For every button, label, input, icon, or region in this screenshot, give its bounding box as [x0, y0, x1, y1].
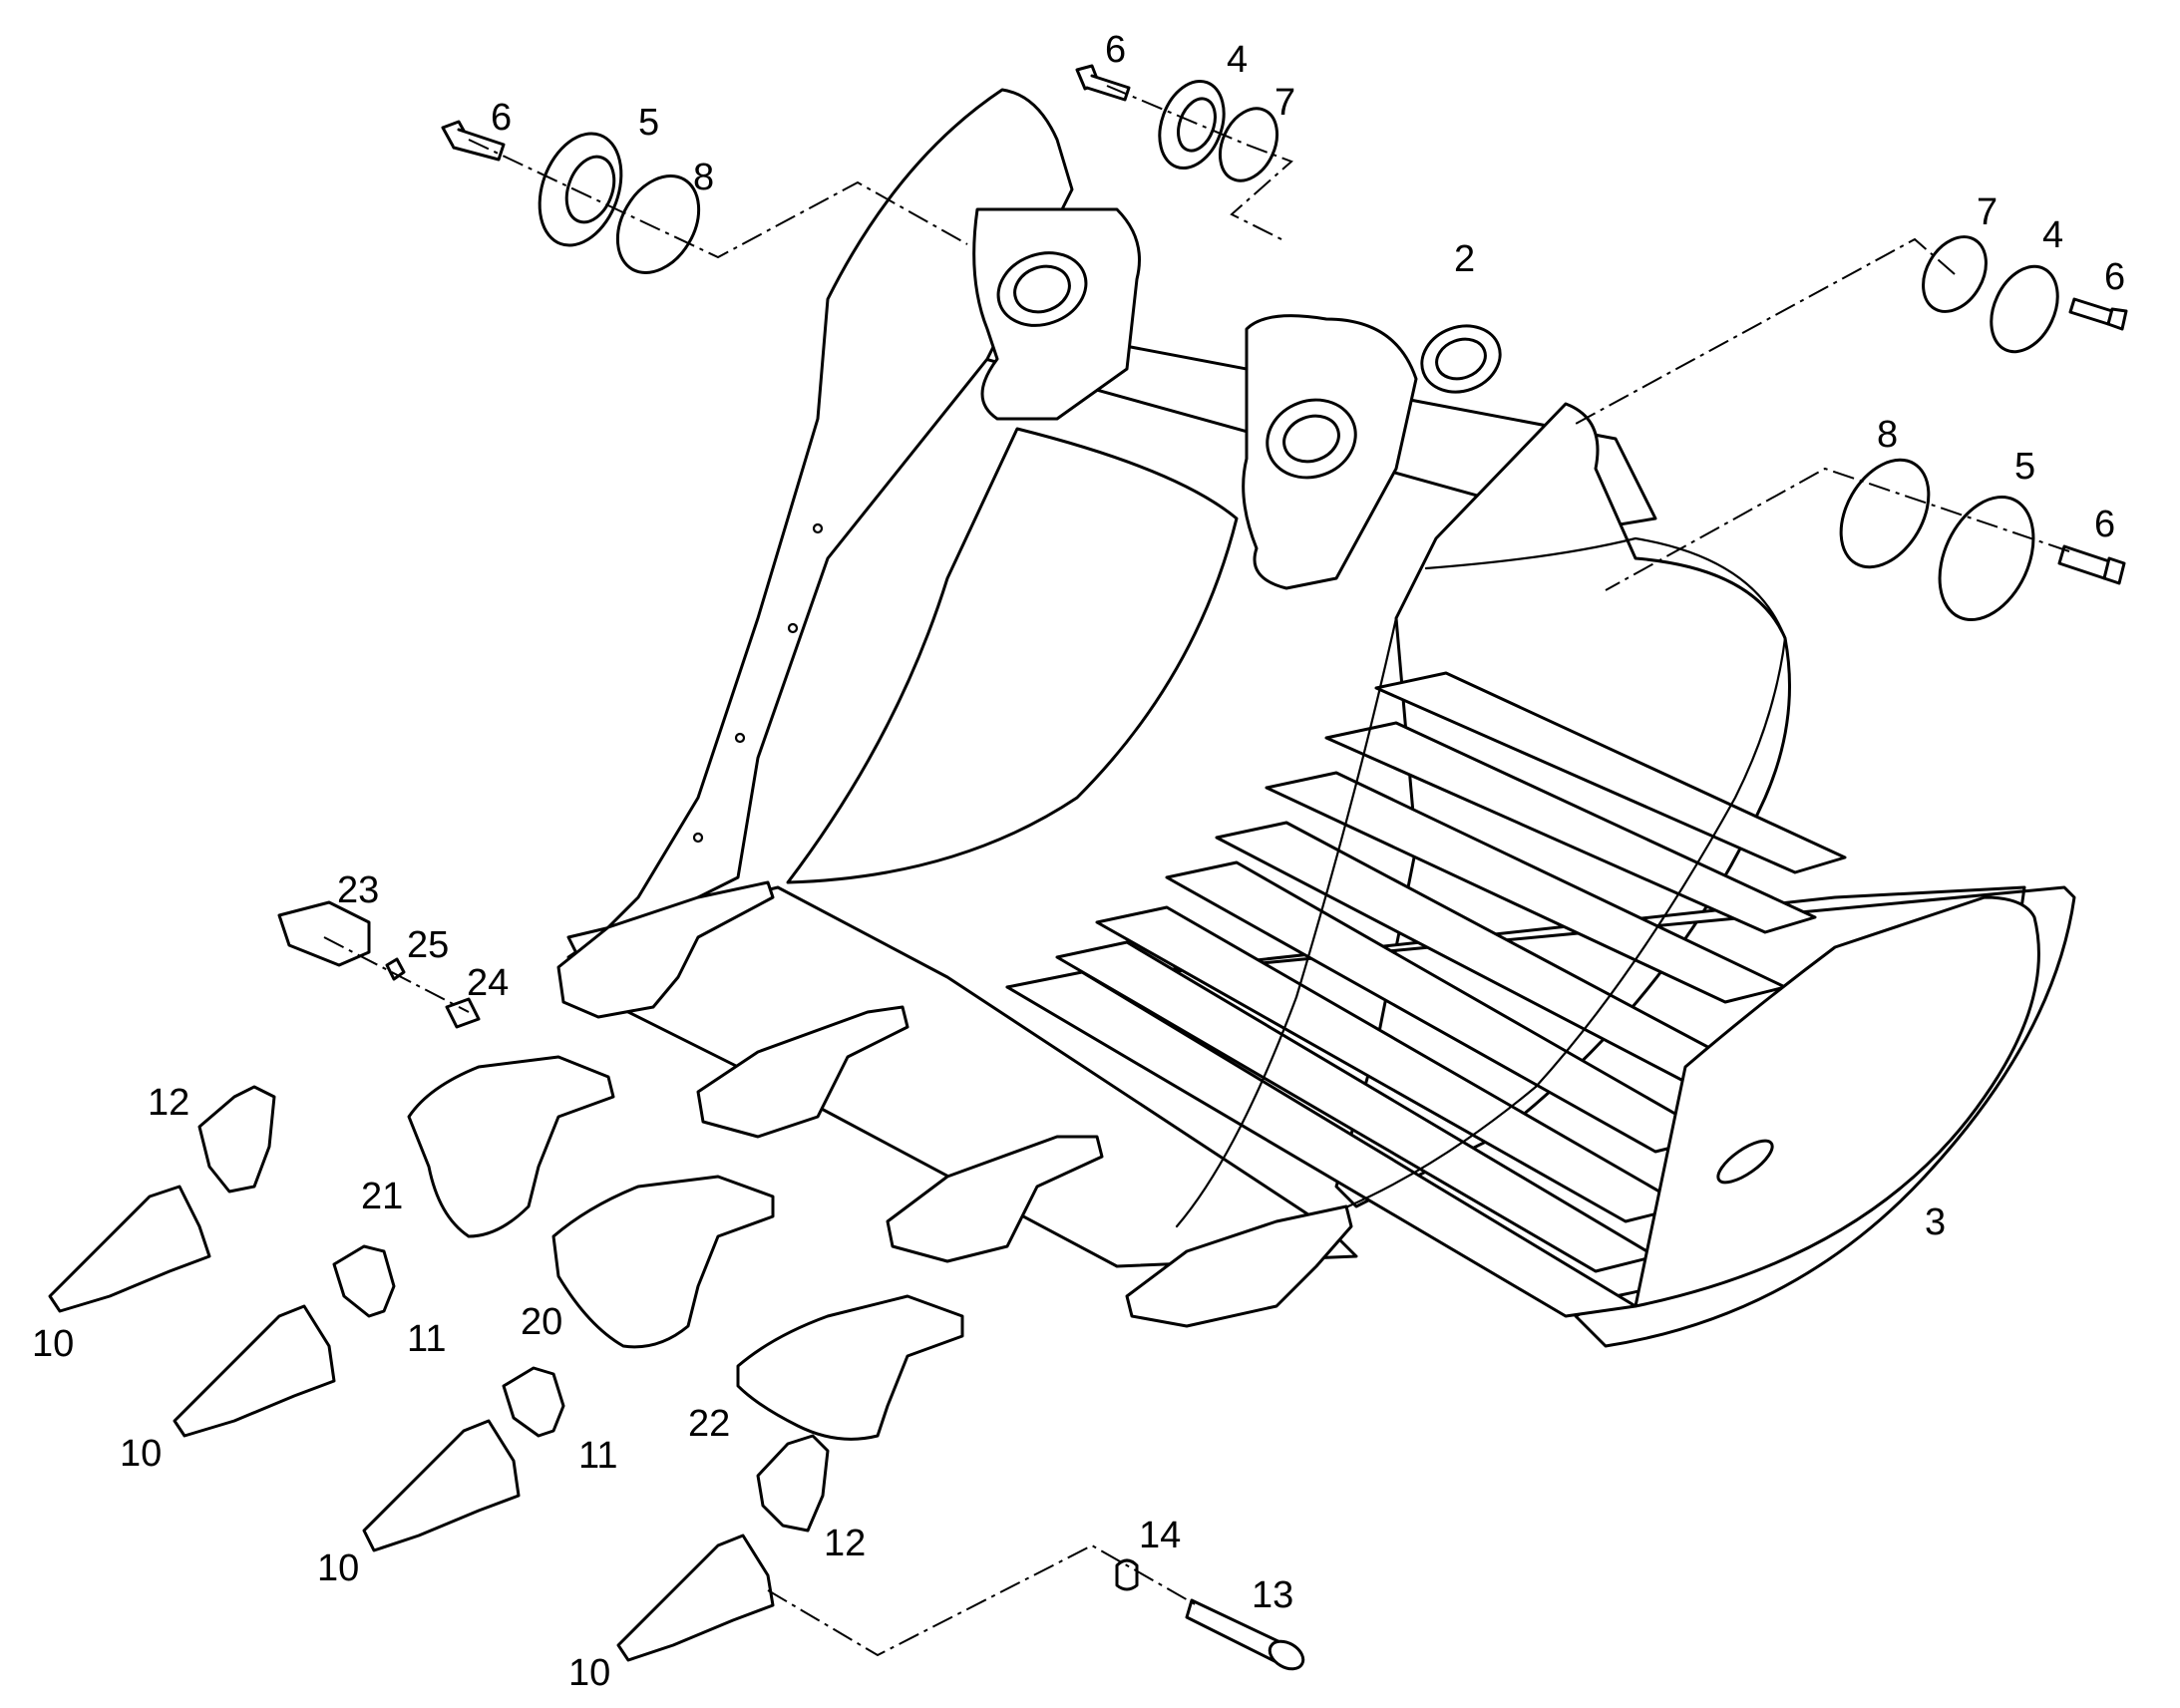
cover-plate-5-upper-left [538, 132, 623, 247]
tooth-10-4 [616, 1534, 775, 1662]
callout-20: 20 [521, 1301, 562, 1343]
cover-plate-5-right [1938, 495, 2035, 622]
callout-10-third: 10 [317, 1547, 359, 1589]
callout-23: 23 [337, 869, 379, 911]
cap-11-lower [502, 1366, 565, 1438]
leader-lines [323, 85, 2070, 1657]
callout-8-upper-left: 8 [693, 157, 714, 198]
o-ring-8-right [1839, 458, 1931, 569]
pin-13 [1185, 1598, 1305, 1671]
callout-6-right-upper: 6 [2104, 256, 2125, 298]
mounting-bracket-right [1242, 314, 1502, 590]
callout-5-upper-left: 5 [638, 102, 659, 144]
cover-plate-4-top-center [1158, 79, 1226, 171]
bolt-6-right-upper [2068, 297, 2128, 331]
cover-plate-4-right [1990, 264, 2059, 354]
o-ring-8-upper-left [615, 174, 701, 274]
callout-3: 3 [1925, 1201, 1946, 1243]
tooth-adapter-on-bucket-2 [696, 1005, 909, 1139]
clip-25 [385, 957, 406, 981]
tooth-10-3 [362, 1419, 521, 1552]
callout-10-second: 10 [120, 1433, 162, 1475]
callout-7-right: 7 [1977, 191, 1998, 233]
cap-11-upper [332, 1244, 396, 1318]
bucket-body [566, 88, 2076, 1348]
callout-24: 24 [467, 962, 509, 1004]
callout-6-top-center: 6 [1105, 29, 1126, 71]
adapter-12-lower [756, 1434, 830, 1533]
callout-4-right: 4 [2042, 214, 2063, 256]
callout-7-top-center: 7 [1274, 82, 1295, 124]
tooth-10-1 [48, 1185, 211, 1313]
tooth-adapter-on-bucket-3 [886, 1135, 1104, 1263]
bolt-6-top-center [1075, 64, 1131, 102]
callout-22: 22 [688, 1403, 730, 1445]
adapter-12-upper [197, 1085, 276, 1194]
lock-washer-14 [1115, 1558, 1139, 1591]
callout-25: 25 [407, 924, 449, 966]
callout-8-right: 8 [1877, 414, 1898, 456]
callout-21: 21 [361, 1176, 403, 1217]
mounting-bracket-left [972, 207, 1141, 421]
tooth-adapter-on-bucket-1 [556, 880, 775, 1019]
shroud-20 [551, 1175, 775, 1349]
pin-24 [445, 997, 481, 1029]
callout-10-fourth: 10 [568, 1652, 610, 1694]
callout-5-right: 5 [2014, 446, 2035, 488]
callout-10-first: 10 [32, 1323, 74, 1365]
shroud-21 [407, 1055, 615, 1238]
lock-23 [277, 900, 371, 967]
callout-12-upper: 12 [148, 1082, 189, 1124]
tooth-10-2 [173, 1304, 336, 1438]
bolt-6-right-lower [2057, 544, 2126, 585]
tooth-adapter-on-bucket-4 [1125, 1204, 1353, 1328]
callout-6-upper-left: 6 [491, 97, 512, 139]
callout-11-lower: 11 [578, 1435, 617, 1477]
callout-13: 13 [1252, 1574, 1293, 1616]
callout-11-upper: 11 [407, 1318, 446, 1360]
callout-4-top-center: 4 [1227, 39, 1248, 81]
callout-14: 14 [1139, 1515, 1181, 1556]
shroud-22 [736, 1294, 964, 1441]
callout-12-lower: 12 [824, 1523, 866, 1564]
callout-6-right-lower: 6 [2094, 504, 2115, 545]
callout-2: 2 [1454, 238, 1475, 280]
callout-labels: 6 5 8 6 4 7 2 7 4 6 8 5 6 3 23 25 24 12 … [32, 29, 2125, 1694]
